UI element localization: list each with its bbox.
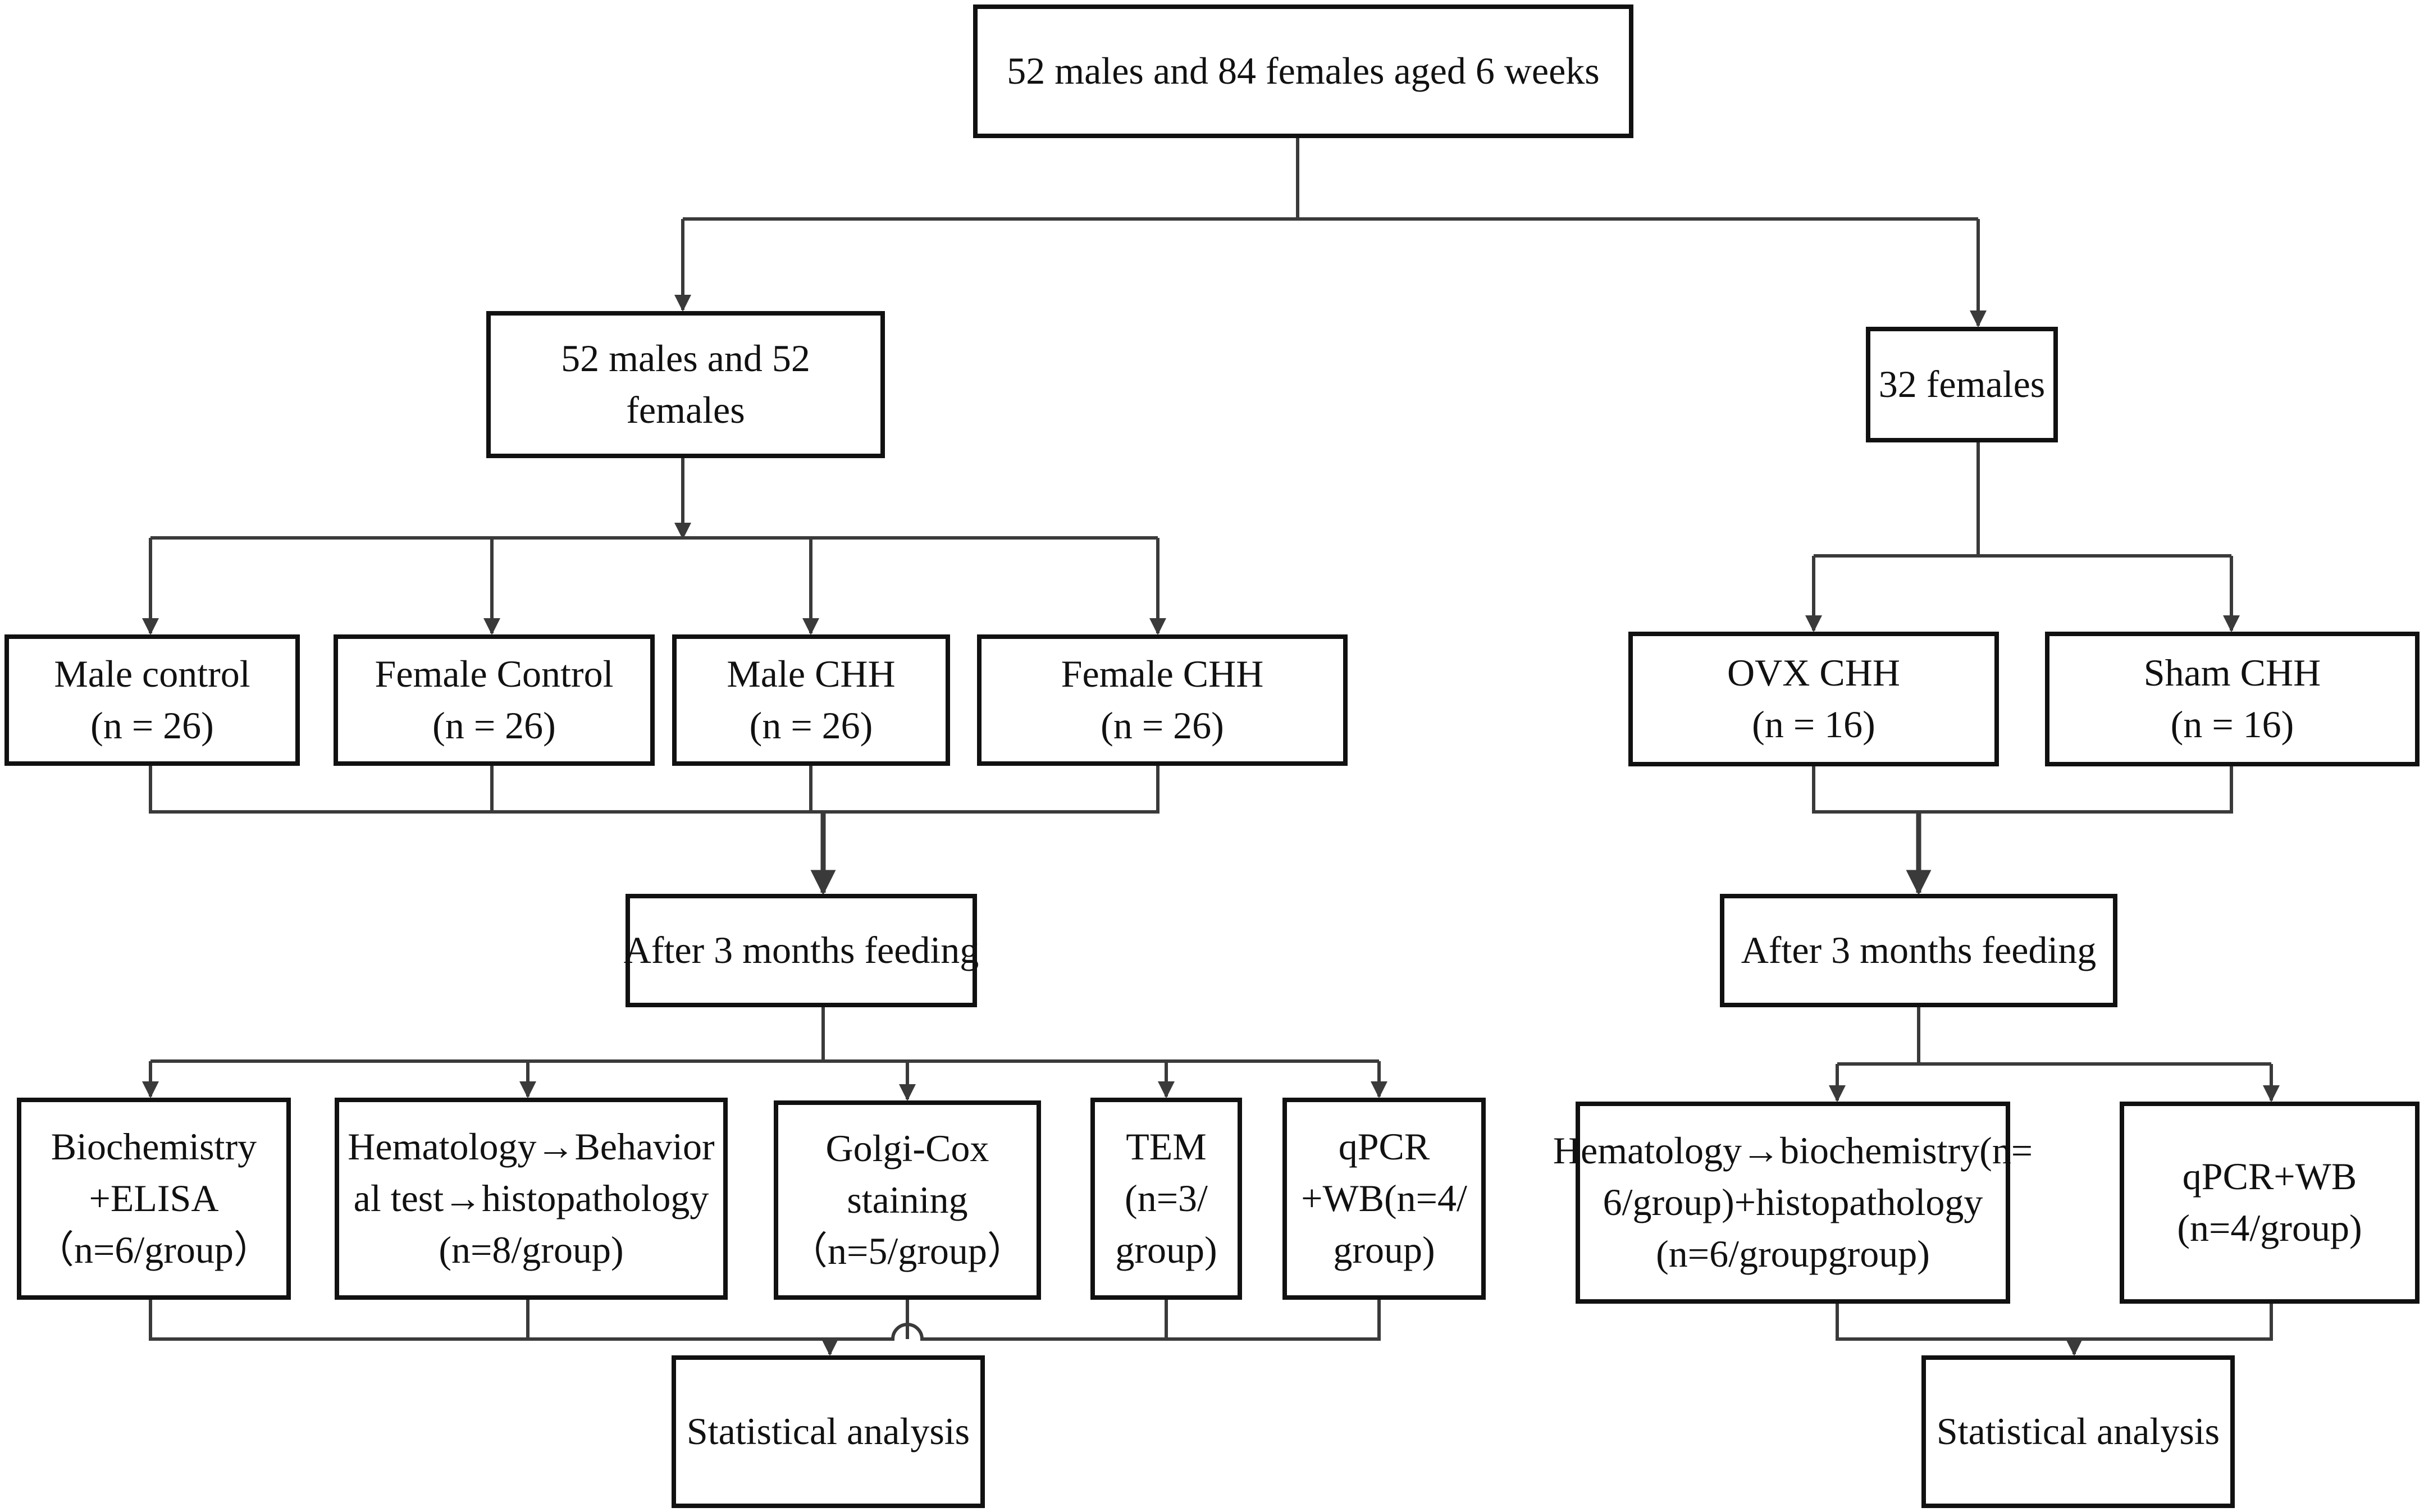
box-text: Hematology→Behavior al test→histopatholog… — [348, 1121, 714, 1276]
box-text-line: TEM — [1126, 1125, 1207, 1168]
box-text-line: (n = 26) — [1101, 704, 1224, 747]
box-text: Golgi-Cox staining （n=5/group） — [789, 1123, 1025, 1277]
box-text-line: Hematology→Behavior — [348, 1125, 715, 1168]
box-text-line: (n = 16) — [1752, 703, 1875, 746]
box-text-line: Female Control — [375, 652, 614, 696]
box-text-line: (n=4/group) — [2177, 1207, 2362, 1249]
box-text-line: +ELISA — [89, 1177, 219, 1220]
subgroup-ovx-chh: OVX CHH (n = 16) — [1628, 632, 1999, 766]
box-text: Male CHH (n = 26) — [727, 648, 895, 752]
box-text-line: After 3 months feeding — [623, 929, 979, 972]
box-text-line: 32 females — [1878, 363, 2046, 406]
right-group-box: 32 females — [1866, 327, 2058, 442]
box-text: After 3 months feeding — [1741, 925, 2097, 976]
root-cohort-box: 52 males and 84 females aged 6 weeks — [973, 4, 1633, 138]
left-feeding-box: After 3 months feeding — [624, 894, 979, 1007]
box-text-line: Statistical analysis — [1936, 1410, 2220, 1453]
assay-hematology-behavior-histopathology: Hematology→Behavior al test→histopatholog… — [335, 1098, 728, 1300]
box-text: Sham CHH (n = 16) — [2144, 647, 2321, 751]
box-text-line: Golgi-Cox — [825, 1126, 989, 1170]
box-text-line: females — [626, 389, 745, 431]
subgroup-male-chh: Male CHH (n = 26) — [672, 634, 950, 766]
subgroup-male-control: Male control (n = 26) — [4, 634, 300, 766]
box-text: 52 males and 52 females — [561, 333, 810, 436]
assay-qpcr-wb-right: qPCR+WB (n=4/group) — [2120, 1102, 2420, 1304]
box-text: 52 males and 84 females aged 6 weeks — [1007, 45, 1600, 97]
box-text: Biochemistry +ELISA （n=6/group） — [36, 1121, 272, 1276]
box-text: qPCR+WB (n=4/group) — [2177, 1151, 2362, 1254]
box-text-line: Male CHH — [727, 652, 896, 696]
box-text-line: After 3 months feeding — [1741, 929, 2097, 972]
box-text: Statistical analysis — [1937, 1406, 2220, 1458]
box-text-line: （n=6/group） — [36, 1228, 272, 1271]
box-text-line: (n=8/group) — [439, 1228, 624, 1271]
left-assay-merge-bar — [149, 1300, 1381, 1341]
box-text-line: 6/group)+histopathology — [1603, 1181, 1983, 1224]
box-text-line: (n = 26) — [90, 704, 214, 747]
box-text: Hematology→biochemistry(n= 6/group)+histo… — [1553, 1125, 2033, 1280]
right-feeding-box: After 3 months feeding — [1720, 894, 2117, 1007]
right-merge-bar — [1812, 766, 2233, 814]
box-text-line: al test→histopathology — [353, 1177, 709, 1220]
left-group-box: 52 males and 52 females — [486, 311, 885, 458]
box-text-line: (n = 26) — [749, 704, 873, 747]
subgroup-female-control: Female Control (n = 26) — [334, 634, 655, 766]
box-text-line: +WB(n=4/ — [1301, 1177, 1467, 1220]
box-text-line: qPCR+WB — [2182, 1155, 2357, 1198]
assay-golgi-cox-staining: Golgi-Cox staining （n=5/group） — [774, 1100, 1041, 1300]
box-text-line: (n=6/groupgroup) — [1656, 1232, 1930, 1275]
box-text-line: Biochemistry — [51, 1125, 257, 1168]
box-text-line: Female CHH — [1061, 652, 1264, 696]
box-text-line: （n=5/group） — [789, 1230, 1025, 1273]
box-text-line: Statistical analysis — [686, 1410, 970, 1453]
box-text: qPCR +WB(n=4/group) — [1301, 1121, 1467, 1276]
box-text-line: Male control — [54, 652, 250, 696]
assay-biochemistry-elisa: Biochemistry +ELISA （n=6/group） — [17, 1098, 291, 1300]
left-statistical-analysis-box: Statistical analysis — [672, 1355, 985, 1508]
box-text-line: group) — [1115, 1228, 1217, 1271]
box-text-line: staining — [847, 1178, 968, 1221]
box-text: OVX CHH (n = 16) — [1727, 647, 1900, 751]
right-assay-merge-bar — [1836, 1304, 2273, 1341]
assay-qpcr-wb: qPCR +WB(n=4/group) — [1282, 1098, 1486, 1300]
box-text-line: OVX CHH — [1727, 651, 1900, 695]
box-text: Female Control (n = 26) — [375, 648, 614, 752]
subgroup-female-chh: Female CHH (n = 26) — [977, 634, 1348, 766]
box-text-line: 52 males and 52 — [561, 337, 810, 380]
subgroup-sham-chh: Sham CHH (n = 16) — [2045, 632, 2420, 766]
box-text-line: (n = 26) — [432, 704, 556, 747]
right-statistical-analysis-box: Statistical analysis — [1921, 1355, 2235, 1508]
box-text: TEM (n=3/group) — [1115, 1121, 1217, 1276]
box-text: Female CHH (n = 26) — [1061, 648, 1264, 752]
box-text-line: qPCR — [1338, 1125, 1430, 1168]
assay-tem: TEM (n=3/group) — [1090, 1098, 1242, 1300]
box-text: 32 females — [1879, 359, 2045, 410]
box-text-line: Sham CHH — [2143, 651, 2321, 695]
box-text-line: Hematology→biochemistry(n= — [1553, 1129, 2033, 1172]
box-text: After 3 months feeding — [624, 925, 979, 976]
box-text-line: (n=3/ — [1125, 1177, 1208, 1220]
box-text-line: group) — [1333, 1228, 1435, 1271]
left-merge-bar — [149, 766, 1159, 814]
box-text: Male control (n = 26) — [54, 648, 250, 752]
box-text-line: (n = 16) — [2170, 703, 2294, 746]
assay-hematology-biochemistry-histopathology: Hematology→biochemistry(n= 6/group)+histo… — [1553, 1102, 2033, 1304]
box-text-line: 52 males and 84 females aged 6 weeks — [1007, 49, 1600, 93]
box-text: Statistical analysis — [687, 1406, 970, 1458]
